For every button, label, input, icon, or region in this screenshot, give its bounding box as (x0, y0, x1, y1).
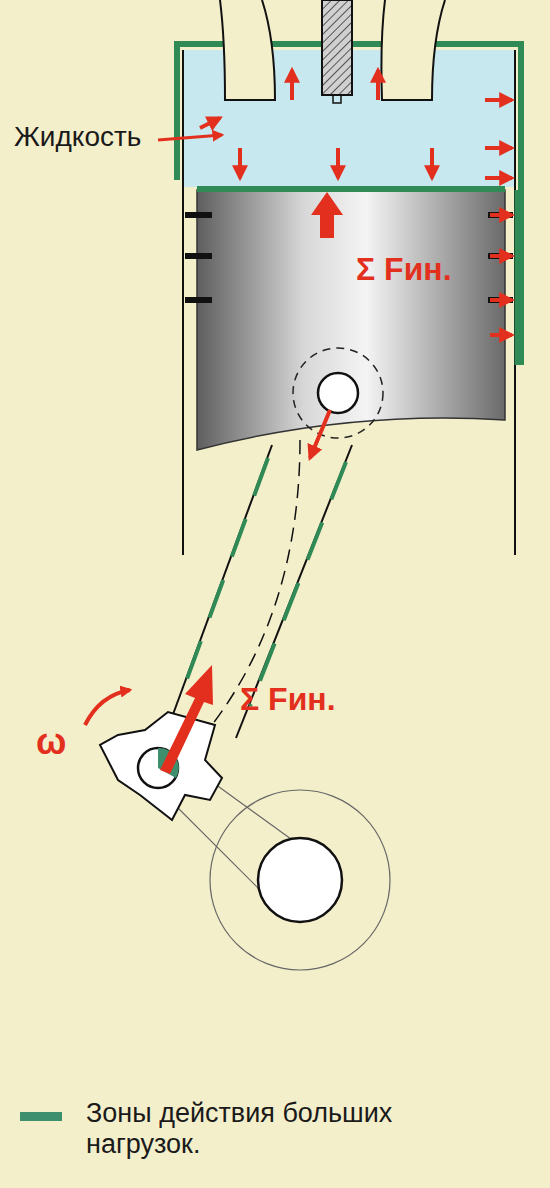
part-label: Жидкость (14, 122, 141, 153)
piston-rings (185, 215, 513, 300)
wrist-pin (318, 373, 358, 413)
force-label: Σ Fин. (356, 252, 452, 287)
pressure-arrows (200, 70, 512, 335)
intake-port (220, 0, 275, 100)
rod-big-end (100, 712, 222, 820)
force-label: Σ Fин. (240, 682, 336, 717)
crank-circle (210, 790, 390, 970)
main-journal (258, 838, 342, 922)
force-arrow (160, 665, 213, 774)
injector (322, 0, 352, 95)
cylinder-wall (514, 50, 516, 555)
angular-velocity-label: ω (36, 722, 66, 762)
force-arrow (311, 192, 343, 238)
legend-text: Зоны действия больших нагрузок. (86, 1098, 486, 1160)
legend-swatch (20, 1112, 62, 1121)
piston (197, 190, 505, 450)
high-load-zone (180, 458, 346, 706)
cylinder-wall (182, 50, 184, 555)
exhaust-port (381, 0, 445, 100)
high-load-zone (197, 186, 505, 192)
rotation-arrow (85, 690, 130, 725)
leader-arrow (158, 135, 222, 140)
